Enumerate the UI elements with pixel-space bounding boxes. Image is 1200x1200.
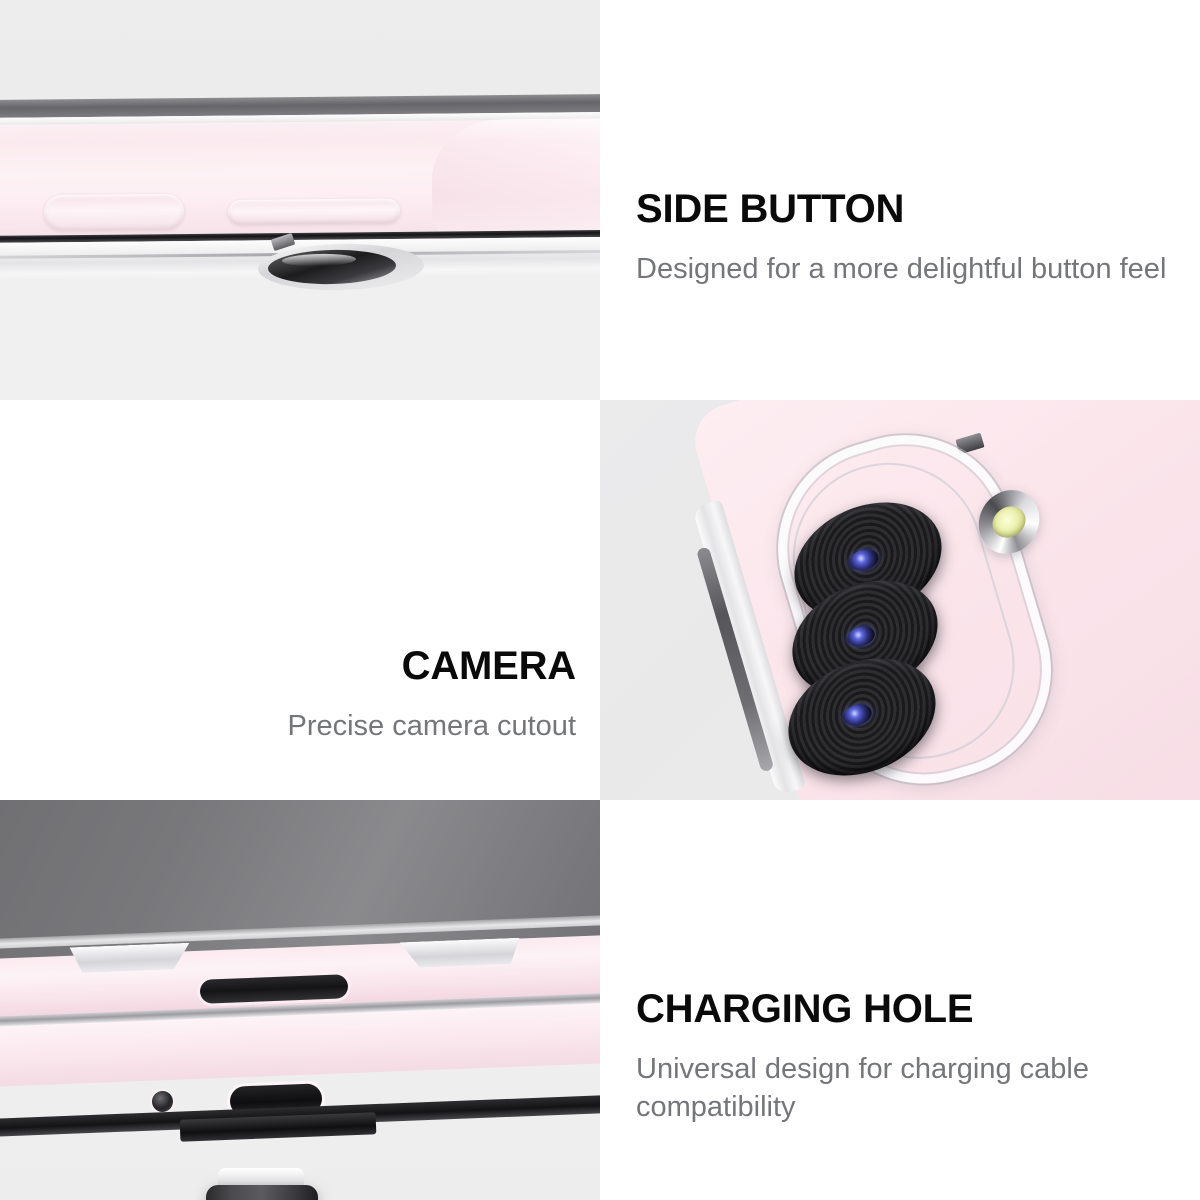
camera-photo xyxy=(600,400,1200,800)
case-chamfer-right xyxy=(400,938,521,969)
side-button-description: Designed for a more delightful button fe… xyxy=(636,253,1167,285)
power-button-cutout xyxy=(227,198,401,225)
side-button-image xyxy=(0,0,600,400)
volume-button-cutout xyxy=(43,193,185,231)
camera-caption: CAMERA Precise camera cutout xyxy=(20,645,576,745)
charging-hole-photo: arar xyxy=(0,800,600,1200)
charging-hole-description: Universal design for charging cable comp… xyxy=(636,1053,1089,1124)
camera-title: CAMERA xyxy=(401,644,577,688)
side-button-title: SIDE BUTTON xyxy=(636,187,905,231)
charging-cable-connector: arar xyxy=(206,1185,318,1200)
microphone-hole xyxy=(151,1090,174,1113)
side-button-photo xyxy=(0,0,600,400)
case-chamfer-left xyxy=(70,943,191,974)
charging-hole-title: CHARGING HOLE xyxy=(636,987,974,1031)
camera-description: Precise camera cutout xyxy=(287,710,576,742)
charging-hole-caption: CHARGING HOLE Universal design for charg… xyxy=(636,988,1181,1127)
charging-hole-image: arar xyxy=(0,800,600,1200)
camera-image xyxy=(600,400,1200,800)
charging-cable-tip xyxy=(218,1168,304,1190)
side-button-caption: SIDE BUTTON Designed for a more delightf… xyxy=(636,188,1181,288)
